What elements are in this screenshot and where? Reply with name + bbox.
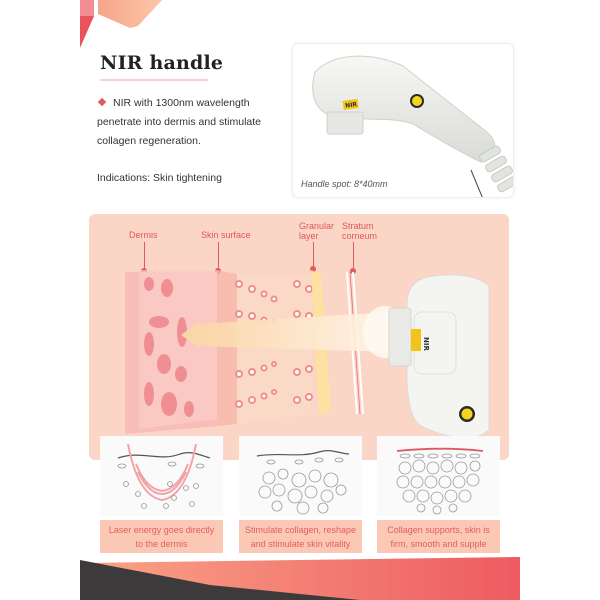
photo-caption: Handle spot: 8*40mm (301, 179, 388, 189)
bullet-text: NIR with 1300nm wavelength penetrate int… (97, 97, 262, 147)
label-skin-surface: Skin surface (201, 230, 251, 240)
feature-bullet: NIR with 1300nm wavelength penetrate int… (97, 94, 287, 151)
nir-handle-image: NIR (312, 55, 513, 197)
laser-energy-illustration (100, 436, 223, 516)
label-dermis: Dermis (129, 230, 158, 240)
leader-dot (350, 268, 356, 274)
collagen-stimulation-illustration (239, 436, 362, 516)
diamond-bullet-icon (97, 97, 107, 107)
product-page: NIR handle NIR with 1300nm wavelength pe… (80, 0, 520, 600)
handle-photo-card: NIR Handle spot: 8*40mm (292, 43, 514, 198)
leader-line (144, 242, 145, 270)
firm-skin-illustration (377, 436, 500, 516)
leader-line (218, 242, 219, 270)
skin-layers-illustration: NIR (125, 270, 490, 439)
handle-label: NIR (345, 101, 358, 110)
indications-text: Indications: Skin tightening (97, 172, 222, 184)
diagram-handle-label: NIR (422, 337, 430, 351)
page-title: NIR handle (100, 52, 224, 74)
leader-line (313, 242, 314, 268)
leader-dot (310, 266, 316, 272)
title-underline (100, 79, 208, 81)
leader-line (353, 242, 354, 270)
top-decoration (80, 0, 162, 48)
bottom-decoration (80, 557, 520, 600)
